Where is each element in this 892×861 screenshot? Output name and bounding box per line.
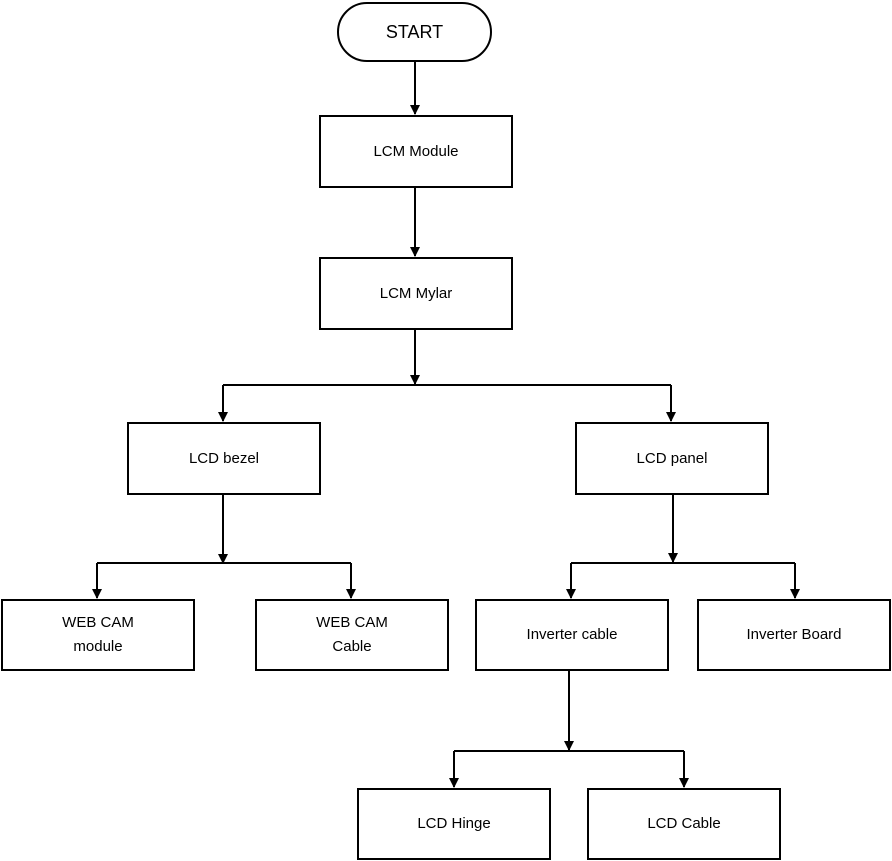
node-lcm-module: LCM Module <box>319 115 513 188</box>
node-label: Inverter Board <box>746 626 842 643</box>
node-label: LCD Cable <box>647 815 721 832</box>
node-label-line-2: module <box>73 638 123 655</box>
node-label: LCD bezel <box>188 449 260 467</box>
node-lcd-bezel: LCD bezel <box>127 422 321 495</box>
start-label: START <box>385 22 444 42</box>
node-lcm-mylar: LCM Mylar <box>319 257 513 330</box>
node-label-line-1: WEB CAM <box>62 614 134 631</box>
node-label: LCD panel <box>636 449 708 467</box>
node-lcd-cable: LCD Cable <box>587 788 781 860</box>
node-label-line-2: Cable <box>332 638 372 655</box>
start-node: START <box>337 2 492 62</box>
node-webcam-module: WEB CAM module <box>1 599 195 671</box>
node-webcam-cable: WEB CAM Cable <box>255 599 449 671</box>
node-lcd-panel: LCD panel <box>575 422 769 495</box>
node-label: LCM Module <box>373 142 459 160</box>
node-label: Inverter cable <box>526 626 618 643</box>
node-label: LCD Hinge <box>417 815 491 832</box>
node-label: LCM Mylar <box>379 284 453 302</box>
node-lcd-hinge: LCD Hinge <box>357 788 551 860</box>
node-inverter-board: Inverter Board <box>697 599 891 671</box>
node-label-line-1: WEB CAM <box>316 614 388 631</box>
node-inverter-cable: Inverter cable <box>475 599 669 671</box>
